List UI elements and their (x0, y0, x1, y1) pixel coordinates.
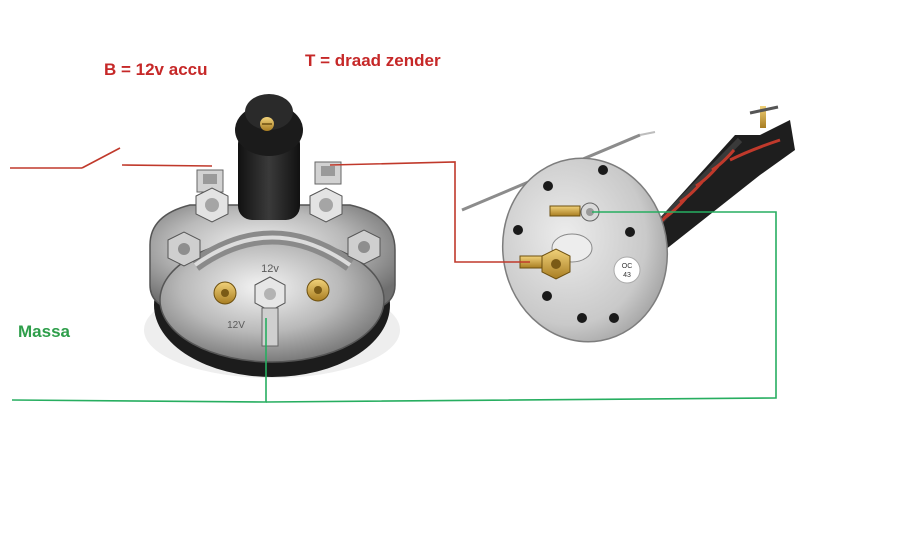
ground-label: Massa (18, 322, 70, 341)
sender-terminal-label: T = draad zender (305, 51, 441, 70)
switch-icon (81, 147, 121, 169)
gauge-voltage-mark-lower: 12V (227, 320, 245, 331)
terminal-t (309, 161, 343, 223)
fuel-gauge-back-icon: 12v 12V (144, 94, 400, 378)
mounting-holes (513, 165, 635, 323)
bracket-nut-left (167, 231, 201, 267)
sender-stamp-line1: OC (622, 263, 633, 270)
battery-wire (10, 147, 213, 169)
gauge-voltage-mark: 12v (261, 263, 279, 275)
sender-signal-terminal (519, 233, 593, 280)
ground-wire-sender (265, 211, 777, 403)
terminal-b (195, 169, 229, 223)
sender-wire (329, 161, 530, 263)
lamp-terminal-right (306, 278, 330, 302)
tank-sender-icon: OC 43 (461, 105, 795, 343)
bulb-holder-icon (235, 94, 303, 220)
bracket-nut-right (347, 229, 381, 265)
battery-terminal-label: B = 12v accu (104, 60, 208, 79)
sender-stamp-line2: 43 (623, 272, 631, 279)
lamp-terminal-left (213, 281, 237, 305)
